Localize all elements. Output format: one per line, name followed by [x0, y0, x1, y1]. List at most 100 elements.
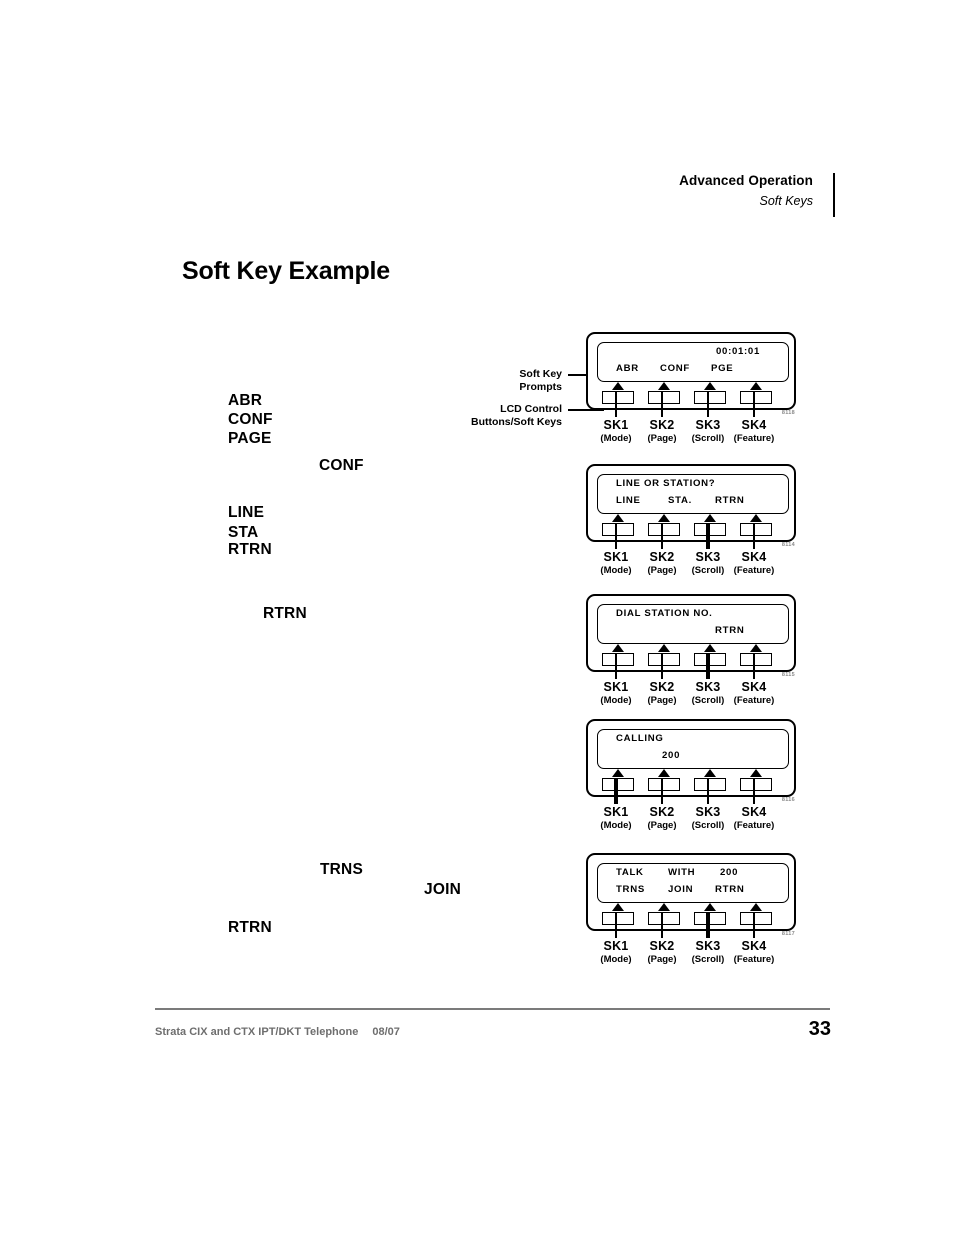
- header-text-block: Advanced Operation Soft Keys: [679, 172, 813, 210]
- soft-key-function: (Mode): [600, 953, 632, 965]
- soft-key-function: (Page): [647, 564, 677, 576]
- soft-key-name: SK1: [603, 418, 629, 432]
- soft-key-button-sk2[interactable]: [648, 769, 680, 791]
- soft-key-leader-line: [615, 523, 617, 549]
- soft-key-button-sk2[interactable]: [648, 644, 680, 666]
- up-triangle-icon: [612, 903, 624, 911]
- soft-key-button-sk3[interactable]: [694, 514, 726, 536]
- lcd-text: 00:01:01: [716, 346, 761, 357]
- up-triangle-icon: [658, 382, 670, 390]
- up-triangle-icon: [704, 382, 716, 390]
- soft-key-caption: SK1(Mode): [586, 418, 646, 444]
- lcd-text: TRNS: [616, 884, 645, 895]
- soft-key-name: SK1: [603, 550, 629, 564]
- figure-id: 8114: [781, 542, 795, 548]
- soft-key-button-sk4[interactable]: [740, 382, 772, 404]
- lcd-text: STA.: [668, 495, 692, 506]
- soft-key-caption: SK3(Scroll): [678, 550, 738, 576]
- soft-key-keycap[interactable]: [602, 912, 634, 925]
- soft-key-button-sk2[interactable]: [648, 382, 680, 404]
- step-label: RTRN: [228, 541, 272, 558]
- soft-key-caption: SK4(Feature): [724, 805, 784, 831]
- soft-key-caption: SK2(Page): [632, 805, 692, 831]
- soft-key-keycap[interactable]: [740, 653, 772, 666]
- soft-key-button-sk4[interactable]: [740, 769, 772, 791]
- lcd-text-row: CALLING: [598, 733, 788, 750]
- soft-key-keycap[interactable]: [740, 523, 772, 536]
- callout-leader-line-lcd-control: [568, 409, 604, 411]
- step-label: ABR: [228, 392, 263, 409]
- soft-key-keycap[interactable]: [648, 653, 680, 666]
- soft-key-keycap[interactable]: [740, 391, 772, 404]
- step-label: RTRN: [263, 605, 307, 622]
- soft-key-keycap[interactable]: [694, 778, 726, 791]
- up-triangle-icon: [704, 514, 716, 522]
- soft-key-button-sk3[interactable]: [694, 903, 726, 925]
- soft-key-button-sk4[interactable]: [740, 644, 772, 666]
- soft-key-name: SK3: [695, 805, 721, 819]
- lcd-text-row: DIAL STATION NO.: [598, 608, 788, 625]
- soft-key-button-sk4[interactable]: [740, 903, 772, 925]
- soft-key-caption: SK1(Mode): [586, 805, 646, 831]
- up-triangle-icon: [704, 903, 716, 911]
- soft-key-leader-line: [706, 653, 710, 679]
- soft-key-leader-line: [706, 912, 710, 938]
- soft-key-keycap[interactable]: [694, 912, 726, 925]
- soft-key-button-sk1[interactable]: [602, 903, 634, 925]
- soft-key-button-sk2[interactable]: [648, 514, 680, 536]
- soft-key-function: (Mode): [600, 694, 632, 706]
- lcd-text: LINE OR STATION?: [616, 478, 716, 489]
- lcd-text: DIAL STATION NO.: [616, 608, 713, 619]
- soft-key-button-sk2[interactable]: [648, 903, 680, 925]
- lcd-text-row: LINE OR STATION?: [598, 478, 788, 495]
- soft-key-keycap[interactable]: [740, 778, 772, 791]
- soft-key-function: (Page): [647, 953, 677, 965]
- lcd-text: ABR: [616, 363, 639, 374]
- soft-key-keycap[interactable]: [694, 391, 726, 404]
- soft-key-name: SK4: [741, 805, 767, 819]
- soft-key-caption: SK3(Scroll): [678, 805, 738, 831]
- soft-key-keycap[interactable]: [602, 523, 634, 536]
- up-triangle-icon: [750, 382, 762, 390]
- soft-key-keycap[interactable]: [740, 912, 772, 925]
- soft-key-leader-line: [753, 912, 755, 938]
- soft-key-button-sk3[interactable]: [694, 382, 726, 404]
- soft-key-keycap[interactable]: [602, 653, 634, 666]
- soft-key-button-sk1[interactable]: [602, 644, 634, 666]
- soft-key-keycap[interactable]: [694, 523, 726, 536]
- soft-key-caption: SK4(Feature): [724, 550, 784, 576]
- soft-key-button-sk1[interactable]: [602, 514, 634, 536]
- soft-key-keycap[interactable]: [694, 653, 726, 666]
- up-triangle-icon: [612, 514, 624, 522]
- soft-key-caption: SK2(Page): [632, 550, 692, 576]
- soft-key-keycap[interactable]: [648, 912, 680, 925]
- soft-key-keycap[interactable]: [602, 391, 634, 404]
- footer-divider: [155, 1008, 830, 1010]
- lcd-text-row: RTRN: [598, 625, 788, 642]
- soft-key-keycap[interactable]: [648, 391, 680, 404]
- soft-key-keycap[interactable]: [602, 778, 634, 791]
- soft-key-button-sk3[interactable]: [694, 644, 726, 666]
- lcd-text: WITH: [668, 867, 696, 878]
- soft-key-leader-line: [707, 778, 709, 804]
- soft-key-button-sk1[interactable]: [602, 382, 634, 404]
- soft-key-button-sk4[interactable]: [740, 514, 772, 536]
- soft-key-button-sk1[interactable]: [602, 769, 634, 791]
- soft-key-keycap[interactable]: [648, 523, 680, 536]
- soft-key-keycap[interactable]: [648, 778, 680, 791]
- lcd-text-row: 200: [598, 750, 788, 767]
- soft-key-button-sk3[interactable]: [694, 769, 726, 791]
- soft-key-function: (Feature): [733, 564, 775, 576]
- callout-leader-line-soft-key-prompts: [568, 374, 598, 376]
- callout-soft-key-prompts-line1: Soft Key: [519, 368, 562, 380]
- up-triangle-icon: [750, 514, 762, 522]
- soft-key-caption: SK4(Feature): [724, 939, 784, 965]
- soft-key-name: SK4: [741, 550, 767, 564]
- soft-key-function: (Scroll): [691, 564, 725, 576]
